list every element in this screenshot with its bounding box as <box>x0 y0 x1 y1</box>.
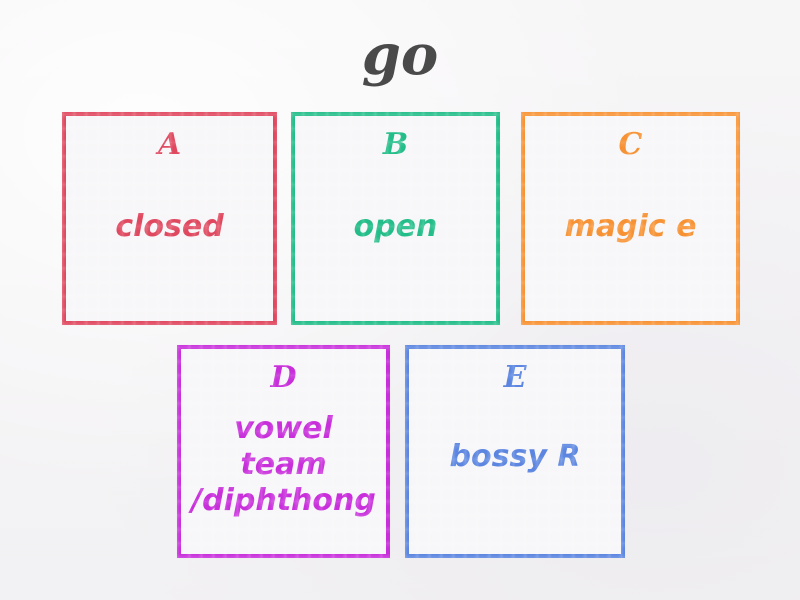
answer-text-line: open <box>353 209 438 244</box>
answer-option-a[interactable]: A closed <box>62 112 277 325</box>
answer-text-c: magic e <box>531 209 730 245</box>
answer-letter-d: D <box>270 360 297 395</box>
answer-option-b[interactable]: B open <box>291 112 500 325</box>
answer-letter-a: A <box>157 127 182 162</box>
answer-text-line: /diphthong <box>191 483 376 518</box>
answer-text-a: closed <box>72 209 267 245</box>
answer-text-line: magic e <box>564 209 697 244</box>
answer-option-c[interactable]: C magic e <box>521 112 740 325</box>
answer-text-e: bossy R <box>415 439 615 475</box>
answer-letter-e: E <box>503 360 527 395</box>
answer-text-b: open <box>301 209 490 245</box>
answer-letter-b: B <box>382 127 409 162</box>
answer-text-d: vowel team /diphthong <box>187 411 380 519</box>
answer-option-e[interactable]: E bossy R <box>405 345 625 558</box>
answer-text-line: vowel team <box>234 411 333 482</box>
prompt-word: go <box>361 22 439 88</box>
answer-option-d[interactable]: D vowel team /diphthong <box>177 345 390 558</box>
answer-text-line: bossy R <box>449 439 581 474</box>
answer-text-line: closed <box>115 209 224 244</box>
answer-letter-c: C <box>618 127 643 162</box>
